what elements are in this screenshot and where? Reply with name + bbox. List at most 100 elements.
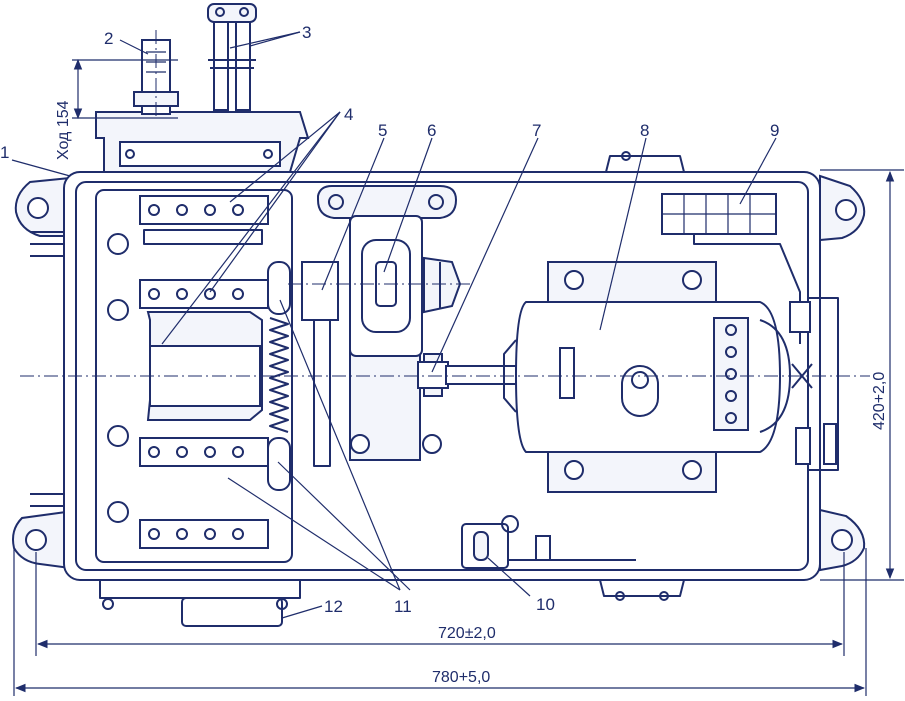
fork-3-left (213, 19, 229, 111)
top-right-stud (621, 151, 631, 161)
contact-row-1 (139, 195, 269, 245)
leader-4b (209, 111, 341, 293)
leader-8 (599, 137, 647, 331)
bolt-top-right (835, 199, 857, 221)
leader-7 (431, 137, 539, 373)
right-clip-upper (795, 427, 811, 465)
callout-6: 6 (427, 121, 436, 140)
leader-5 (321, 137, 385, 291)
leader-3b (249, 31, 301, 47)
leader-12 (281, 605, 323, 619)
cable-entry-12 (102, 597, 288, 627)
terminal-strip (713, 317, 749, 431)
bolt-bottom-right (831, 529, 853, 551)
gear-bolt-b (428, 194, 444, 210)
contact-row-3 (139, 437, 269, 467)
leader-10 (487, 557, 531, 597)
contact-row-2 (139, 279, 269, 309)
junction-cross (791, 363, 813, 389)
leader-4c (161, 111, 341, 345)
gear-bolt-d (422, 434, 442, 454)
leader-2 (119, 39, 149, 55)
coupling-hub (417, 361, 449, 389)
cover-bolt-right (263, 149, 273, 159)
callout-3: 3 (302, 23, 311, 42)
junction-post (789, 301, 811, 333)
right-rail (808, 297, 839, 471)
cable-entry-bolt-right (276, 598, 288, 610)
leader-11a (227, 477, 401, 591)
terminal-4 (725, 390, 737, 402)
frame-bolt-4 (107, 501, 129, 523)
bolt-top-left (27, 197, 49, 219)
leader-9 (739, 137, 777, 205)
leader-11b (279, 299, 401, 591)
dimension-lines (13, 58, 904, 696)
terminal-2 (725, 346, 737, 358)
callout-labels: 1 2 3 4 5 6 7 8 9 10 11 12 (0, 23, 779, 616)
inner-width-dimension-text: 720±2,0 (438, 625, 496, 642)
bracket-10-slot (473, 531, 489, 561)
callout-12: 12 (324, 597, 343, 616)
cable-entry-bolt-left (102, 598, 114, 610)
motor-eye-center (631, 371, 649, 389)
callout-11: 11 (394, 597, 412, 616)
bracket-10 (461, 515, 636, 569)
bottom-stud-b (659, 591, 669, 601)
leader-6 (383, 137, 433, 273)
callout-8: 8 (640, 121, 649, 140)
wheel-5 (301, 261, 339, 321)
motor-mount-bolt-br (682, 460, 702, 480)
callout-4: 4 (344, 105, 353, 124)
bracket-10-pivot (501, 515, 519, 533)
leader-4a (229, 111, 341, 203)
fork-3-linkage (208, 59, 256, 69)
bolt-bottom-left (25, 529, 47, 551)
callout-9: 9 (770, 121, 779, 140)
callout-1: 1 (0, 143, 9, 162)
pulley-cone (423, 256, 462, 314)
motor-mount-bolt-bl (564, 460, 584, 480)
top-flange-right (605, 155, 685, 173)
fork-pin-upper-right (239, 7, 249, 17)
gearbox (301, 185, 462, 467)
top-cover-assembly (95, 3, 310, 173)
spring-coil (269, 317, 289, 433)
limit-switch-block (95, 189, 293, 563)
bottom-flange-right (599, 579, 685, 597)
motor-nameplate (559, 347, 575, 399)
callout-5: 5 (378, 121, 387, 140)
terminal-block-9 (661, 193, 839, 471)
frame-bolt-1 (107, 233, 129, 255)
cover-plate (119, 141, 281, 167)
cable-entry-body (181, 597, 283, 627)
terminal-1 (725, 324, 737, 336)
height-dimension-text: 420+2,0 (871, 372, 888, 430)
motor-eye (621, 365, 659, 417)
terminal-block-dividers (662, 194, 776, 234)
callout-7: 7 (532, 121, 541, 140)
callout-10: 10 (536, 595, 555, 614)
leader-11c (277, 461, 411, 591)
gear-bolt-c (350, 434, 370, 454)
stroke-dimension-text: Ход 154 (55, 100, 72, 160)
cover-bolt-left (125, 149, 135, 159)
gear-bolt-a (328, 194, 344, 210)
dimension-texts: Ход 154 420+2,0 720±2,0 780+5,0 (55, 100, 888, 686)
leader-1 (11, 159, 71, 177)
left-stub-tabs (30, 231, 64, 507)
outer-width-dimension-text: 780+5,0 (432, 669, 490, 686)
motor-mount-bolt-tl (564, 270, 584, 290)
bottom-flange (99, 580, 301, 599)
motor-mount-bolt-tr (682, 270, 702, 290)
terminal-3 (725, 368, 737, 380)
spring-guide-top (267, 261, 291, 315)
frame-bolt-2 (107, 299, 129, 321)
spring-guide-bottom (267, 437, 291, 491)
contact-row-4 (139, 519, 269, 549)
wheel-5-shaft (313, 319, 331, 467)
drive-shaft (445, 365, 517, 385)
frame-bolt-3 (107, 425, 129, 447)
fork-pin-upper-left (215, 7, 225, 17)
